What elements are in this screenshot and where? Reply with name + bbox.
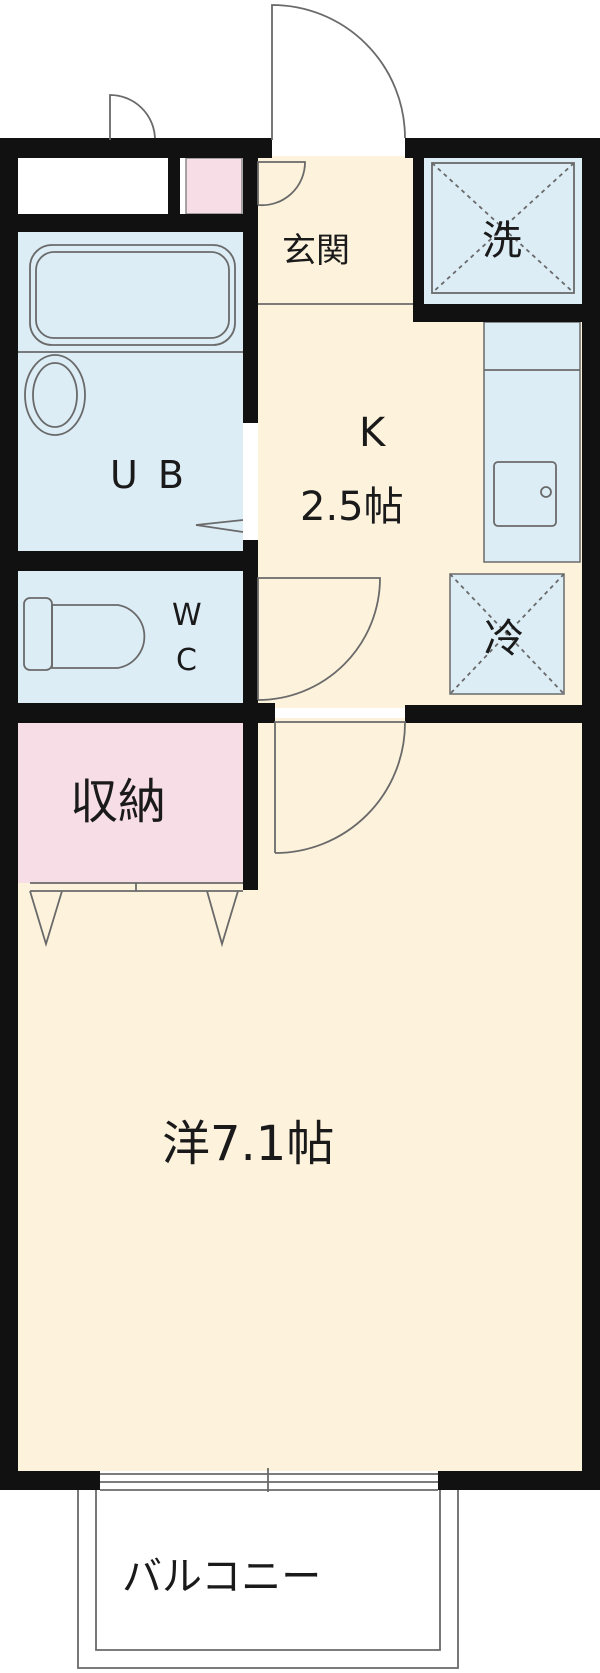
wall-closet-divider xyxy=(168,158,180,218)
bath-label: UB xyxy=(110,453,204,497)
wall-bottom-right xyxy=(438,1471,600,1490)
wall-kitchen-room xyxy=(405,705,600,723)
labels: 玄関 洗 K 2.5帖 UB W C 冷 収納 洋7.1帖 バルコニー xyxy=(70,218,524,1600)
kitchen-size-label: 2.5帖 xyxy=(300,484,404,530)
wall-bath-toilet xyxy=(0,551,258,571)
meter-box xyxy=(185,157,243,215)
entrance-floor xyxy=(258,156,413,322)
storage-label: 収納 xyxy=(70,774,166,830)
toilet-bowl xyxy=(51,604,146,669)
wall-storage-right xyxy=(243,720,258,890)
storage-door-left xyxy=(29,890,63,948)
bath-door xyxy=(195,519,244,533)
balcony-inner xyxy=(95,1490,441,1651)
bathtub-inner xyxy=(35,251,230,339)
washer-label: 洗 xyxy=(482,218,522,264)
wash-basin-inner xyxy=(32,362,78,428)
walls xyxy=(0,138,600,1490)
fixtures xyxy=(18,4,580,1669)
fridge-x2 xyxy=(449,573,565,695)
toilet-floor xyxy=(16,571,243,703)
western-room-label: 洋7.1帖 xyxy=(162,1116,334,1172)
entrance-door-arc xyxy=(271,4,406,140)
bathtub xyxy=(29,244,236,346)
balcony-outline xyxy=(77,1490,459,1669)
wash-basin xyxy=(24,354,86,436)
wall-bottom-left xyxy=(0,1471,100,1490)
wall-center-upper xyxy=(243,158,258,423)
wall-washer-bottom xyxy=(413,304,600,322)
storage-floor xyxy=(16,723,243,883)
toilet-c-label: C xyxy=(176,643,197,678)
wall-center-lower xyxy=(243,540,258,720)
closet-door-arc xyxy=(109,94,156,140)
toilet-door-arc xyxy=(257,577,381,701)
storage-door-right xyxy=(206,890,239,948)
wall-closet-bottom xyxy=(0,214,258,232)
shoe-box-arc xyxy=(257,161,306,207)
wall-top-right xyxy=(405,138,600,158)
bath-floor xyxy=(16,231,243,551)
kitchen-name-label: K xyxy=(359,410,387,456)
balcony-label: バルコニー xyxy=(122,1554,321,1600)
room-door-arc xyxy=(274,721,406,854)
washer-box xyxy=(431,162,575,294)
entrance-label: 玄関 xyxy=(282,231,350,271)
wall-toilet-storage xyxy=(0,703,275,723)
fridge-label: 冷 xyxy=(484,616,524,662)
kitchen-counter xyxy=(483,321,581,563)
wall-top-left xyxy=(0,138,272,158)
wall-left xyxy=(0,138,18,1490)
wall-right xyxy=(582,138,600,1490)
toilet-w-label: W xyxy=(172,598,202,633)
wall-washer-left xyxy=(413,158,424,308)
sink xyxy=(493,461,557,527)
faucet xyxy=(540,486,552,498)
washer-x2 xyxy=(431,162,575,294)
